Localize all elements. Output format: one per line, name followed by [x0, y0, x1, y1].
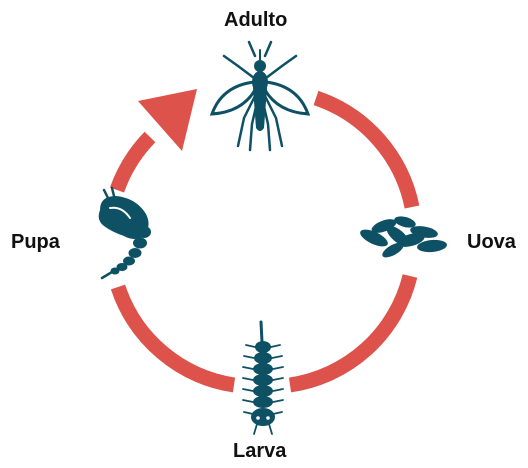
- stage-label-larva: Larva: [233, 440, 286, 463]
- stage-label-adult: Adulto: [224, 9, 287, 32]
- arc-eggs-to-larva: [290, 276, 410, 385]
- arc-pupa-to-adult: [117, 137, 150, 190]
- mosquito-icon: [212, 42, 308, 150]
- larva-icon: [243, 322, 283, 434]
- pupa-icon: [99, 188, 151, 278]
- stage-label-pupa: Pupa: [11, 231, 60, 254]
- stage-label-eggs: Uova: [467, 231, 516, 254]
- arc-larva-to-pupa: [118, 287, 234, 385]
- eggs-icon: [358, 214, 448, 260]
- arc-adult-to-eggs: [316, 98, 412, 207]
